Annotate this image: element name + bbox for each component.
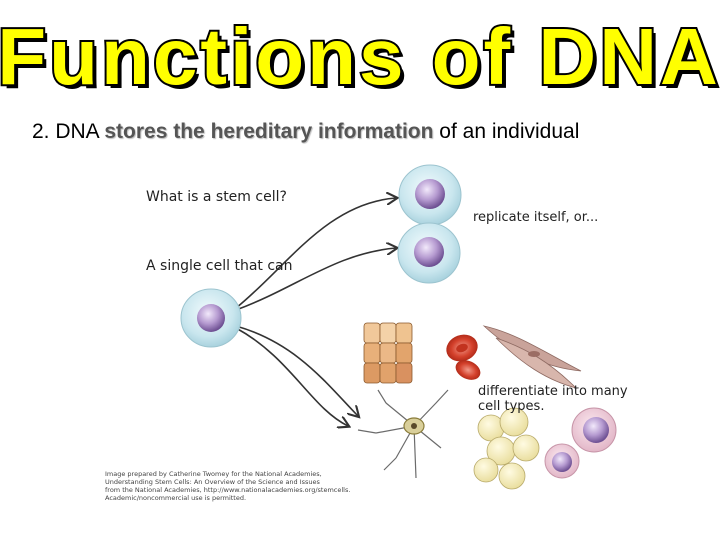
red-blood-cells-icon: [446, 334, 481, 380]
bullet-text: 2. DNA stores the hereditary information…: [32, 120, 712, 144]
single-cell-label: A single cell that can: [146, 258, 293, 274]
muscle-cells-icon: [482, 325, 582, 389]
epithelial-cells-icon: [363, 322, 413, 384]
replicate-label: replicate itself, or...: [473, 210, 599, 225]
bullet-highlight: stores the hereditary information: [104, 120, 434, 143]
arrow-to-top-cell: [235, 198, 396, 309]
arrow-to-neuron: [235, 327, 348, 426]
question-label: What is a stem cell?: [146, 189, 287, 205]
credit-line: Image prepared by Catherine Twomey for t…: [105, 470, 322, 478]
neuron-icon: [357, 389, 449, 479]
arrow-to-differentiated-cells: [235, 325, 358, 416]
credit-line: Understanding Stem Cells: An Overview of…: [105, 478, 320, 486]
bullet-prefix: 2. DNA: [32, 120, 105, 143]
immune-cell-icon: [571, 407, 617, 453]
credit-line: Academic/noncommercial use is permitted.: [105, 494, 247, 502]
image-credit: Image prepared by Catherine Twomey for t…: [105, 470, 351, 502]
title-text: Functions of DNA: [0, 12, 720, 101]
credit-line: from the National Academies, http://www.…: [105, 486, 351, 494]
stem-cell-diagram: What is a stem cell? A single cell that …: [96, 158, 656, 518]
title-shadow: Functions of DNA: [1, 16, 720, 105]
stem-cell-icon: [180, 288, 242, 348]
immune-cell-icon: [544, 443, 580, 479]
replicated-cell-icon: [398, 164, 462, 226]
bullet-suffix: of an individual: [433, 120, 580, 143]
slide-title: Functions of DNA Functions of DNA: [0, 6, 720, 106]
differentiate-label-1: differentiate into many: [478, 384, 628, 399]
replicated-cell-icon: [397, 222, 461, 284]
arrow-to-second-cell: [235, 248, 396, 311]
fat-cells-icon: [473, 407, 540, 490]
differentiate-label-2: cell types.: [478, 399, 545, 414]
